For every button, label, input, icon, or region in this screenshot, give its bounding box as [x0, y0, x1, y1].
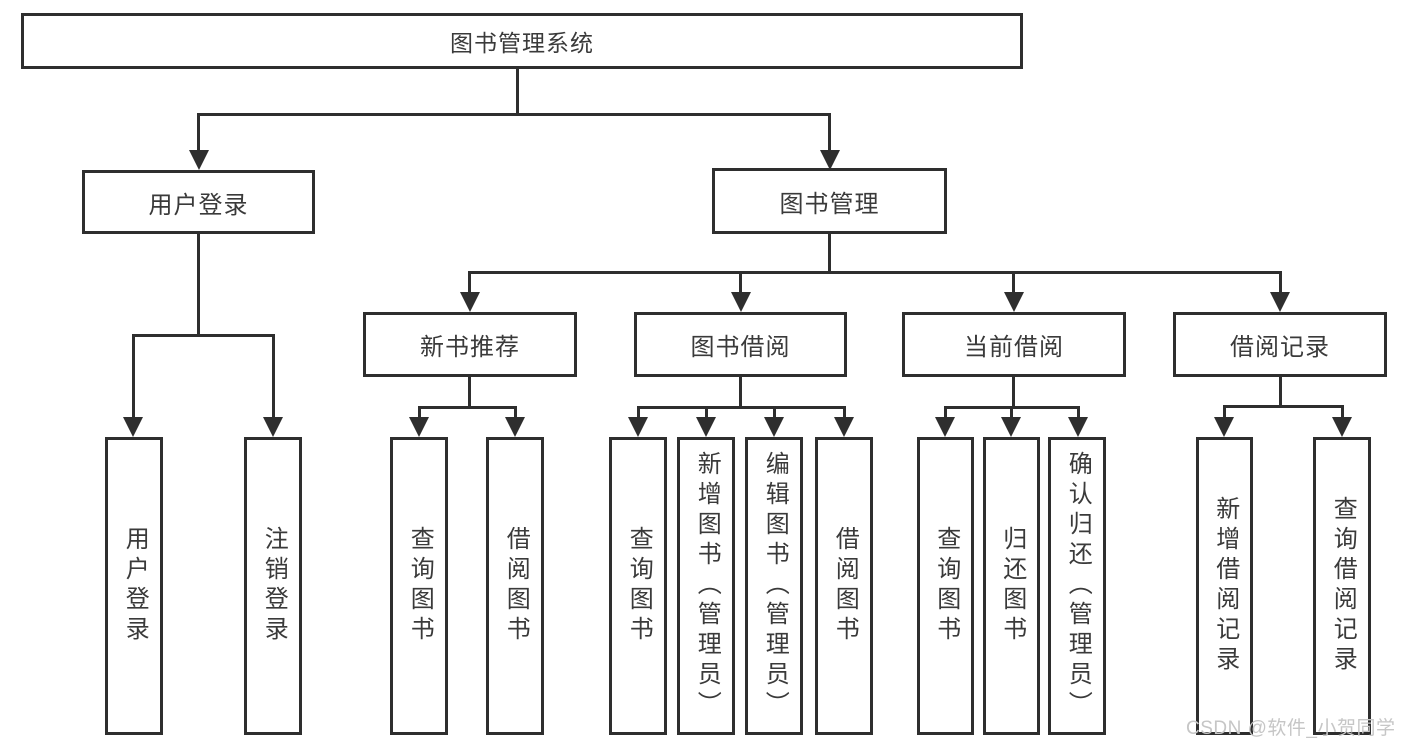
leaf-borrow-book-label: 借阅图书 [831, 526, 859, 646]
arrow-down-icon [123, 417, 143, 437]
arrow-down-icon [764, 417, 784, 437]
arrow-down-icon [1068, 417, 1088, 437]
connector-line [1223, 405, 1226, 420]
connector-line [197, 113, 200, 154]
arrow-down-icon [628, 417, 648, 437]
arrow-down-icon [460, 292, 480, 312]
node-borrow-records-label: 借阅记录 [1230, 334, 1330, 361]
connector-line [1010, 406, 1013, 420]
arrow-down-icon [505, 417, 525, 437]
connector-line [468, 271, 471, 295]
connector-line [469, 271, 1282, 274]
connector-line [418, 406, 517, 409]
connector-line [132, 334, 135, 420]
leaf-borrow-book-recommend-label: 借阅图书 [502, 526, 530, 646]
leaf-user-login: 用户登录 [105, 437, 163, 735]
arrow-down-icon [189, 150, 209, 170]
leaf-query-book-current: 查询图书 [917, 437, 974, 735]
connector-line [1012, 377, 1015, 409]
connector-line [1077, 406, 1080, 420]
arrow-down-icon [1004, 292, 1024, 312]
leaf-borrow-book: 借阅图书 [815, 437, 873, 735]
leaf-logout: 注销登录 [244, 437, 302, 735]
node-current-borrow: 当前借阅 [902, 312, 1126, 377]
connector-line [197, 113, 831, 116]
node-library-system-label: 图书管理系统 [450, 30, 594, 56]
connector-line [828, 234, 831, 274]
connector-line [1012, 271, 1015, 295]
connector-line [705, 406, 708, 420]
watermark: CSDN @软件_小贺同学 [1186, 718, 1396, 739]
connector-line [637, 406, 640, 420]
leaf-logout-label: 注销登录 [260, 526, 288, 646]
connector-line [514, 406, 517, 420]
node-book-borrow-label: 图书借阅 [690, 334, 791, 361]
connector-line [843, 406, 846, 420]
leaf-user-login-label: 用户登录 [121, 526, 149, 646]
leaf-add-book-admin-label: 新增图书（管理员） [693, 451, 721, 721]
leaf-query-borrow-record: 查询借阅记录 [1313, 437, 1371, 735]
leaf-query-book-borrow: 查询图书 [609, 437, 667, 735]
connector-line [132, 334, 275, 337]
arrow-down-icon [263, 417, 283, 437]
leaf-return-book-label: 归还图书 [998, 526, 1026, 646]
leaf-return-book: 归还图书 [983, 437, 1040, 735]
leaf-add-borrow-record: 新增借阅记录 [1196, 437, 1253, 735]
leaf-query-book-borrow-label: 查询图书 [625, 526, 653, 646]
node-new-book-recommend: 新书推荐 [363, 312, 577, 377]
arrow-down-icon [1001, 417, 1021, 437]
connector-line [739, 377, 742, 409]
leaf-borrow-book-recommend: 借阅图书 [486, 437, 544, 735]
leaf-confirm-return-admin: 确认归还（管理员） [1048, 437, 1106, 735]
leaf-query-borrow-record-label: 查询借阅记录 [1329, 496, 1357, 676]
connector-line [1223, 405, 1344, 408]
node-user-login: 用户登录 [82, 170, 315, 234]
node-book-management-label: 图书管理 [779, 190, 880, 218]
arrow-down-icon [1332, 417, 1352, 437]
leaf-query-book-recommend-label: 查询图书 [406, 526, 434, 646]
leaf-query-book-recommend: 查询图书 [390, 437, 448, 735]
node-user-login-label: 用户登录 [148, 191, 249, 219]
arrow-down-icon [1270, 292, 1290, 312]
node-library-system: 图书管理系统 [21, 13, 1023, 69]
node-book-borrow: 图书借阅 [634, 312, 847, 377]
arrow-down-icon [820, 150, 840, 170]
arrow-down-icon [409, 417, 429, 437]
arrow-down-icon [935, 417, 955, 437]
connector-line [1341, 405, 1344, 420]
connector-line [637, 406, 846, 409]
leaf-edit-book-admin-label: 编辑图书（管理员） [761, 451, 789, 721]
connector-line [418, 406, 421, 420]
leaf-query-book-current-label: 查询图书 [932, 526, 960, 646]
connector-line [944, 406, 947, 420]
connector-line [272, 334, 275, 420]
leaf-confirm-return-admin-label: 确认归还（管理员） [1064, 451, 1092, 721]
connector-line [468, 377, 471, 409]
arrow-down-icon [834, 417, 854, 437]
leaf-add-borrow-record-label: 新增借阅记录 [1211, 496, 1239, 676]
arrow-down-icon [731, 292, 751, 312]
connector-line [516, 69, 519, 116]
connector-line [197, 234, 200, 337]
connector-line [739, 271, 742, 295]
connector-line [1279, 271, 1282, 295]
leaf-edit-book-admin: 编辑图书（管理员） [745, 437, 803, 735]
connector-line [773, 406, 776, 420]
node-current-borrow-label: 当前借阅 [964, 334, 1064, 361]
node-book-management: 图书管理 [712, 168, 947, 234]
leaf-add-book-admin: 新增图书（管理员） [677, 437, 735, 735]
node-borrow-records: 借阅记录 [1173, 312, 1387, 377]
arrow-down-icon [1214, 417, 1234, 437]
node-new-book-recommend-label: 新书推荐 [420, 334, 520, 361]
arrow-down-icon [696, 417, 716, 437]
connector-line [828, 113, 831, 154]
connector-line [1279, 377, 1282, 408]
